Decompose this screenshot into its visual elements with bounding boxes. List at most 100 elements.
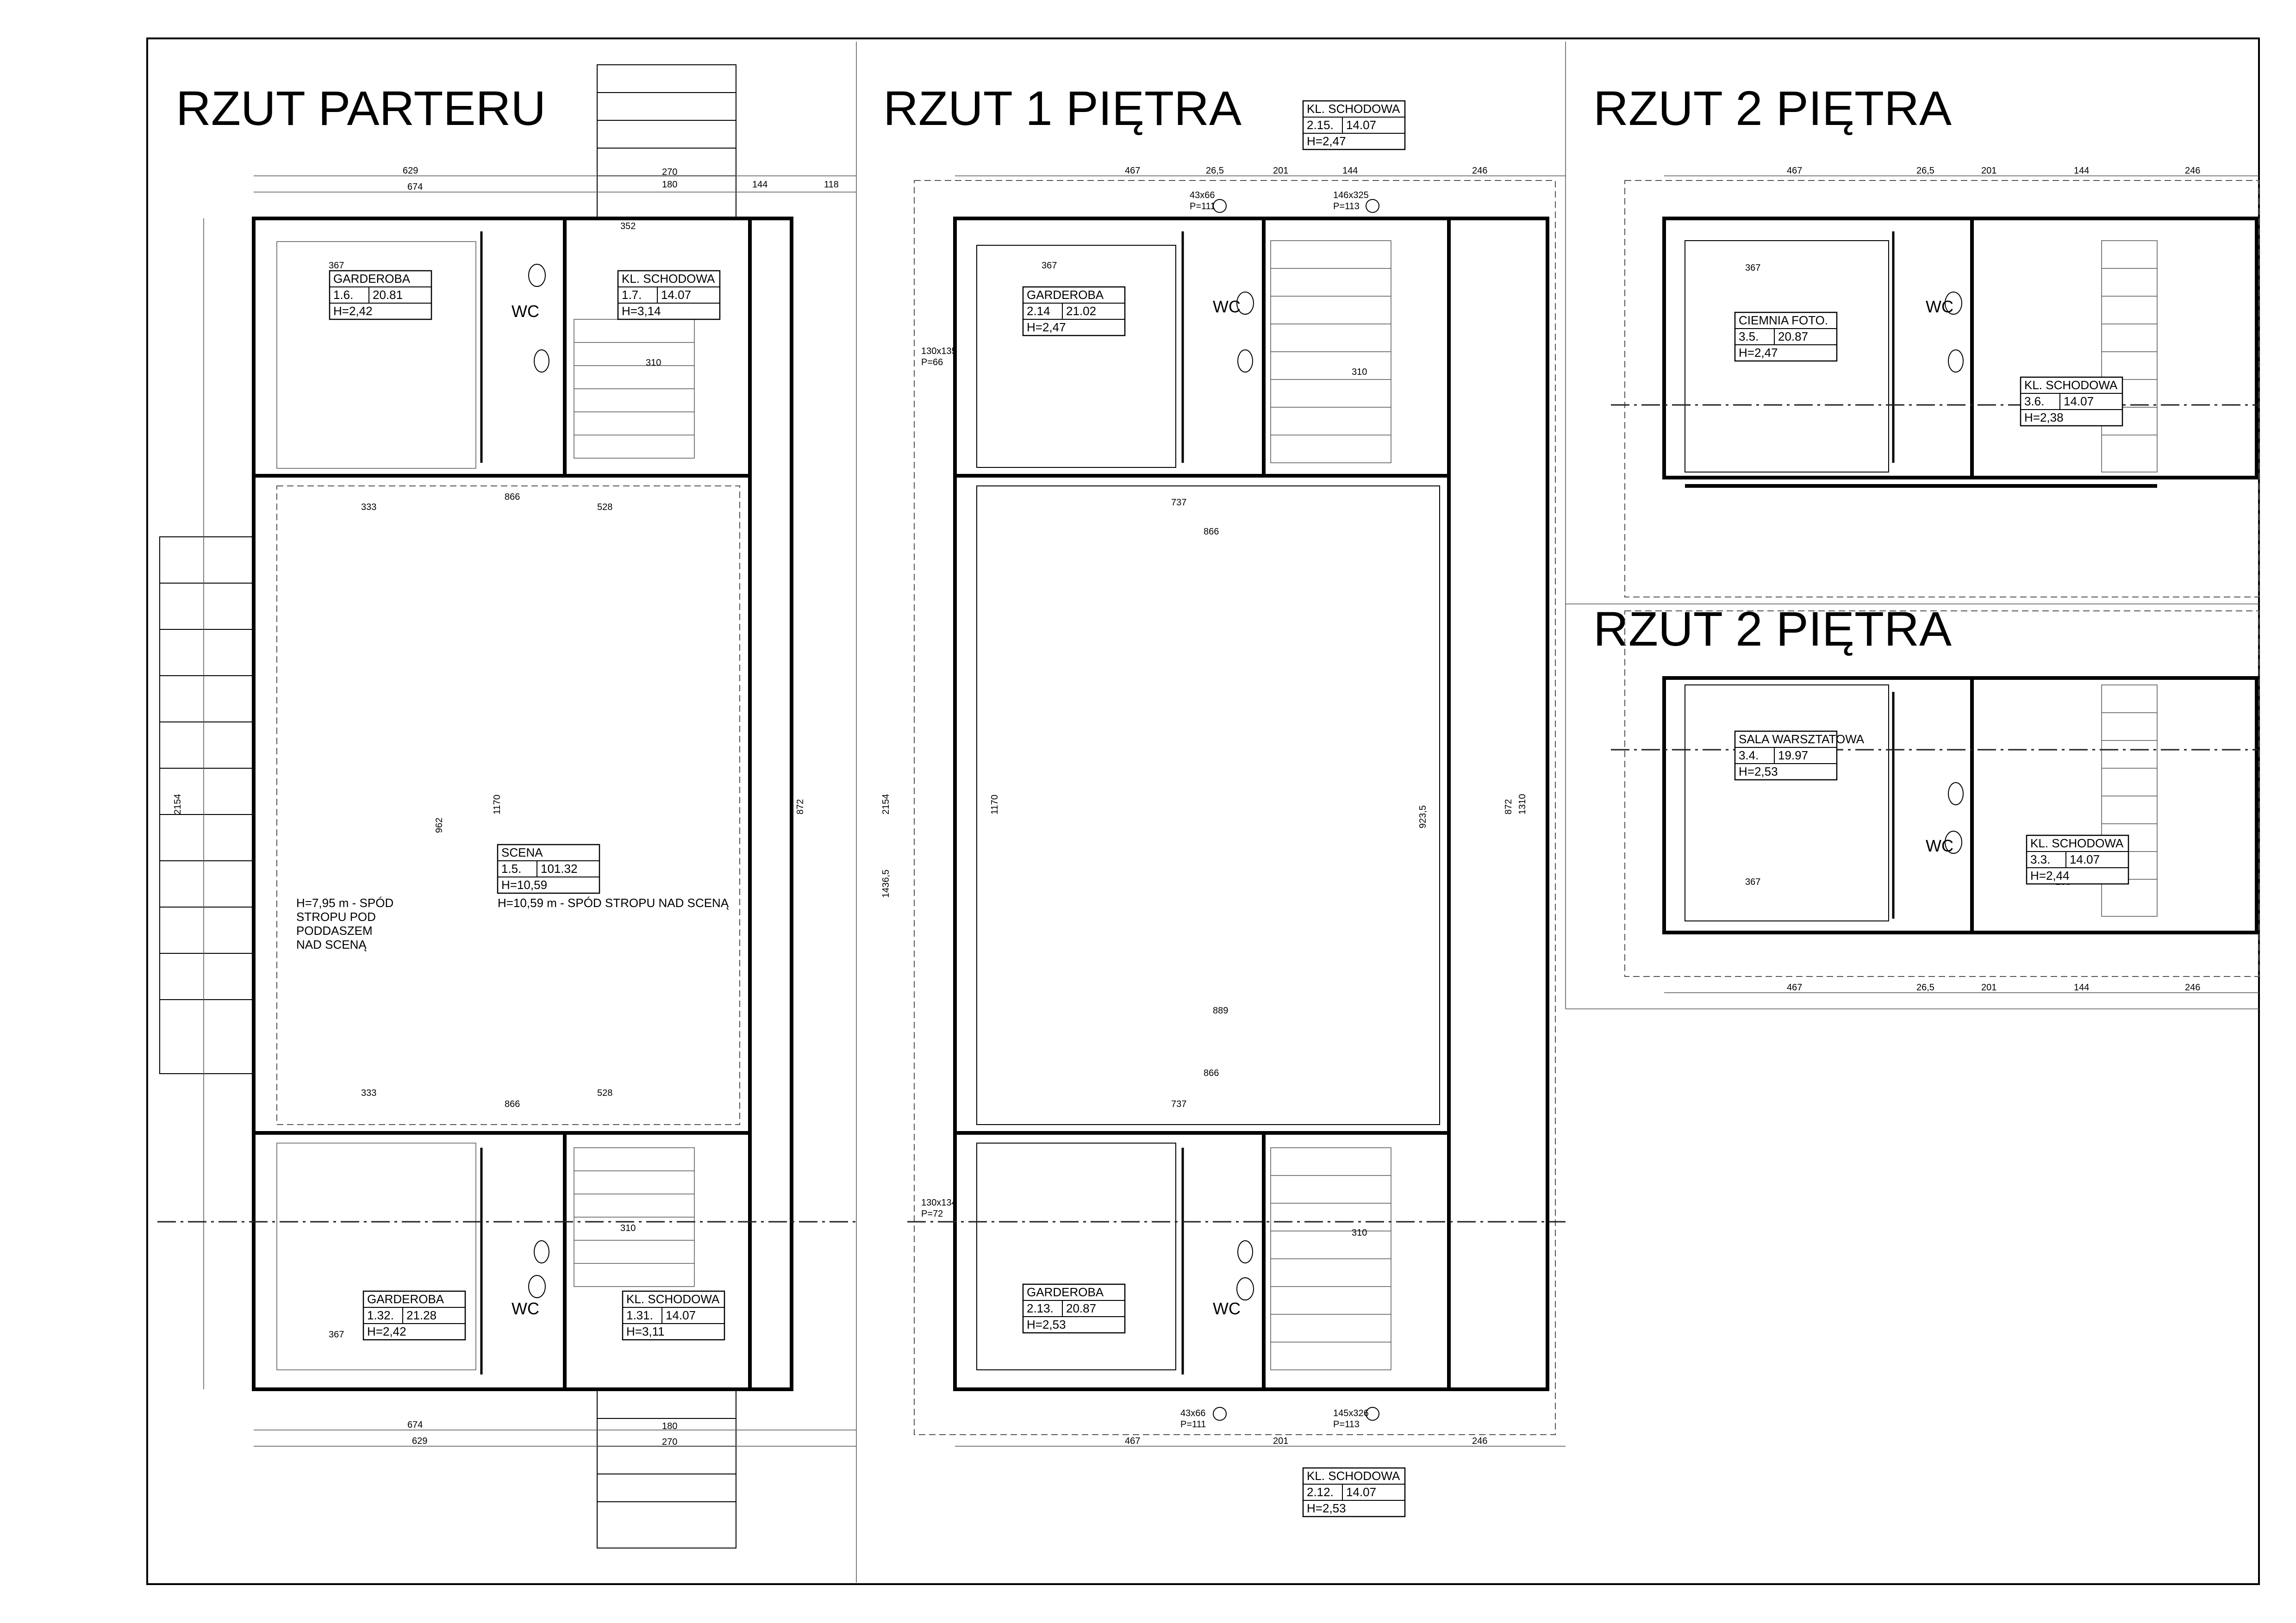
room-number: 3.6. — [2024, 394, 2044, 408]
dim-label: 467 — [1787, 166, 1802, 176]
note-under-roof-3: PODDASZEM — [296, 924, 373, 938]
dim-label: 367 — [329, 1330, 344, 1340]
dim-label: 270 — [662, 167, 677, 177]
room-area: 21.02 — [1066, 304, 1096, 318]
dim-label: 889 — [1213, 1006, 1228, 1016]
first-roof-outline — [914, 180, 1556, 1435]
dim-label: 866 — [1204, 1068, 1219, 1078]
room-number: 2.12. — [1307, 1485, 1334, 1499]
second-room-darkroom — [1685, 240, 1889, 473]
dim-label: 333 — [361, 1088, 376, 1098]
dim-label: 310 — [620, 1223, 636, 1233]
dim-label: 246 — [1472, 166, 1487, 176]
dim-label: 866 — [1204, 527, 1219, 537]
room-name: KL. SCHODOWA — [2024, 378, 2118, 392]
note-under-roof-1: H=7,95 m - SPÓD — [296, 896, 393, 910]
title-first-floor: RZUT 1 PIĘTRA — [883, 81, 1242, 136]
room-number: 2.15. — [1307, 118, 1334, 132]
room-height: H=2,53 — [1739, 765, 1778, 778]
dim-label: 246 — [2185, 983, 2200, 993]
room-height: H=2,47 — [1307, 134, 1346, 148]
dim-label: 144 — [752, 180, 767, 190]
room-area: 14.07 — [1346, 118, 1376, 132]
second-upper-stair — [2101, 240, 2158, 473]
room-label-frame — [2026, 834, 2129, 885]
washbasin-icon — [1236, 292, 1254, 315]
toilet-icon — [1945, 292, 1962, 315]
room-number: 1.32. — [367, 1308, 394, 1322]
room-label-frame — [2020, 376, 2123, 427]
room-name: GARDEROBA — [367, 1292, 444, 1306]
washbasin-icon — [534, 1240, 549, 1263]
room-height: H=2,44 — [2030, 869, 2070, 883]
title-second-floor-upper: RZUT 2 PIĘTRA — [1593, 81, 1952, 136]
room-name: GARDEROBA — [1027, 1285, 1104, 1299]
room-name: CIEMNIA FOTO. — [1739, 313, 1828, 327]
ground-stage-area — [276, 485, 740, 1125]
room-label-frame — [617, 270, 721, 320]
dim-label: 467 — [1125, 1436, 1140, 1446]
room-area: 14.07 — [1346, 1485, 1376, 1499]
dim-label: 629 — [403, 166, 418, 176]
dim-label: 528 — [597, 502, 612, 512]
toilet-icon — [528, 1275, 546, 1298]
window-size-label: 130x134 — [921, 1198, 957, 1208]
dim-label: 246 — [2185, 166, 2200, 176]
window-size-label: 145x326 — [1333, 1408, 1369, 1418]
dim-label: 144 — [1342, 166, 1358, 176]
axis-c2-marker — [1366, 1407, 1379, 1421]
second-lower-roof-outline — [1624, 610, 2259, 977]
note-under-roof-4: NAD SCENĄ — [296, 938, 367, 951]
room-height: H=2,53 — [1027, 1318, 1066, 1331]
room-name: KL. SCHODOWA — [622, 272, 715, 286]
first-room-garderoba-north — [976, 245, 1176, 468]
washbasin-icon — [1237, 349, 1253, 373]
first-outer-wall — [953, 217, 1549, 1391]
room-area: 14.07 — [2070, 852, 2100, 866]
room-height: H=2,42 — [333, 304, 373, 318]
wc-label: WC — [1213, 1299, 1241, 1318]
dim-label: 144 — [2074, 983, 2089, 993]
wc-label: WC — [512, 302, 539, 321]
dim-label: 270 — [662, 1437, 677, 1447]
ground-stair-north — [574, 319, 695, 459]
dim-label: 333 — [361, 502, 376, 512]
ground-stair-south — [574, 1147, 695, 1287]
window-size-label: 43x66 — [1180, 1408, 1206, 1418]
ground-entry-stair-top — [597, 64, 736, 218]
window-size-label: 43x66 — [1190, 190, 1215, 200]
dim-label: 367 — [329, 261, 344, 271]
first-void-over-stage — [976, 485, 1440, 1125]
dim-label: 467 — [1125, 166, 1140, 176]
room-height: H=2,47 — [1027, 320, 1066, 334]
wc-label: WC — [1926, 297, 1953, 316]
toilet-icon — [1236, 1277, 1254, 1300]
room-area: 101.32 — [541, 862, 578, 876]
room-area: 20.81 — [373, 288, 403, 302]
second-upper-roof-outline — [1624, 180, 2259, 597]
dim-label: 144 — [2074, 166, 2089, 176]
room-height: H=2,53 — [1307, 1501, 1346, 1515]
dim-label: 629 — [412, 1436, 427, 1446]
ground-room-garderoba-south — [276, 1143, 476, 1370]
window-size-label: P=113 — [1333, 1419, 1360, 1430]
dim-label: 1170 — [492, 795, 502, 815]
dim-label: 1310 — [1517, 794, 1528, 815]
room-label: CIEMNIA FOTO.3.5.20.87H=2,47 — [1734, 311, 1838, 362]
room-label-frame — [1734, 311, 1838, 362]
ground-west-stair — [159, 536, 253, 1074]
room-label-frame — [1302, 100, 1406, 150]
window-size-label: 146x325 — [1333, 190, 1369, 200]
second-upper-outer-wall — [1662, 217, 2259, 479]
sheet-frame — [146, 37, 2260, 1585]
dim-label: 467 — [1787, 983, 1802, 993]
room-label-frame — [622, 1290, 725, 1341]
room-label-frame — [1734, 730, 1838, 781]
window-size-label: P=66 — [921, 357, 943, 367]
